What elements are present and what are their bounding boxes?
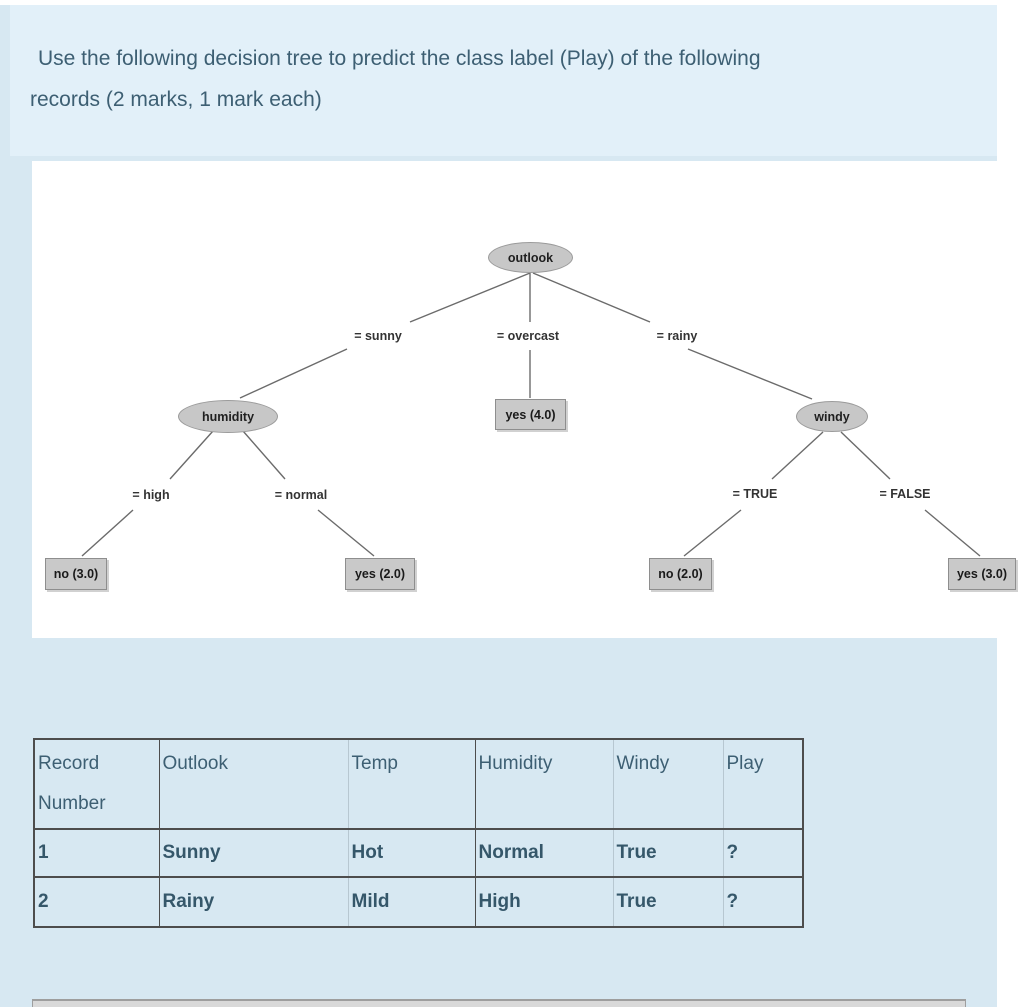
col-header-temp: Temp <box>348 739 476 829</box>
question-header-box <box>10 5 997 156</box>
col-header-outlook: Outlook <box>159 739 349 829</box>
col-header-play: Play <box>723 739 804 829</box>
cell-play: ? <box>723 829 804 877</box>
records-table: Record Number Outlook Temp Humidity Wind… <box>33 738 804 928</box>
cell-record-number: 2 <box>34 877 160 927</box>
tree-branch-label-true: = TRUE <box>732 487 778 501</box>
tree-branch-label-sunny: = sunny <box>354 329 402 343</box>
horizontal-scrollbar[interactable] <box>32 999 966 1007</box>
tree-branch-label-normal: = normal <box>274 488 328 502</box>
col-header-humidity: Humidity <box>475 739 614 829</box>
cell-humidity: Normal <box>475 829 614 877</box>
question-text-line2: records (2 marks, 1 mark each) <box>30 88 322 111</box>
question-text-line1: Use the following decision tree to predi… <box>38 47 761 70</box>
cell-outlook: Rainy <box>159 877 349 927</box>
cell-play: ? <box>723 877 804 927</box>
tree-branch-label-false: = FALSE <box>879 487 931 501</box>
cell-record-number: 1 <box>34 829 160 877</box>
tree-leaf-overcast-yes: yes (4.0) <box>495 399 566 430</box>
table-row: 2 Rainy Mild High True ? <box>34 877 804 927</box>
tree-node-windy: windy <box>796 401 868 432</box>
table-row: 1 Sunny Hot Normal True ? <box>34 829 804 877</box>
tree-branch-label-high: = high <box>132 488 170 502</box>
tree-node-outlook: outlook <box>488 242 573 273</box>
cell-humidity: High <box>475 877 614 927</box>
table-header-row: Record Number Outlook Temp Humidity Wind… <box>34 739 804 829</box>
tree-leaf-true-no: no (2.0) <box>649 558 712 590</box>
cell-temp: Hot <box>348 829 476 877</box>
tree-leaf-high-no: no (3.0) <box>45 558 107 590</box>
cell-temp: Mild <box>348 877 476 927</box>
decision-tree-image: outlook humidity windy = sunny = overcas… <box>32 161 1024 638</box>
question-text: Use the following decision tree to predi… <box>30 38 960 120</box>
tree-leaf-normal-yes: yes (2.0) <box>345 558 415 590</box>
tree-node-humidity: humidity <box>178 400 278 433</box>
tree-branch-label-rainy: = rainy <box>656 329 698 343</box>
tree-leaf-false-yes: yes (3.0) <box>948 558 1016 590</box>
cell-outlook: Sunny <box>159 829 349 877</box>
tree-branch-label-overcast: = overcast <box>496 329 560 343</box>
col-header-record-number: Record Number <box>34 739 160 829</box>
cell-windy: True <box>613 877 724 927</box>
cell-windy: True <box>613 829 724 877</box>
tree-edge-lines <box>81 272 981 557</box>
col-header-windy: Windy <box>613 739 724 829</box>
